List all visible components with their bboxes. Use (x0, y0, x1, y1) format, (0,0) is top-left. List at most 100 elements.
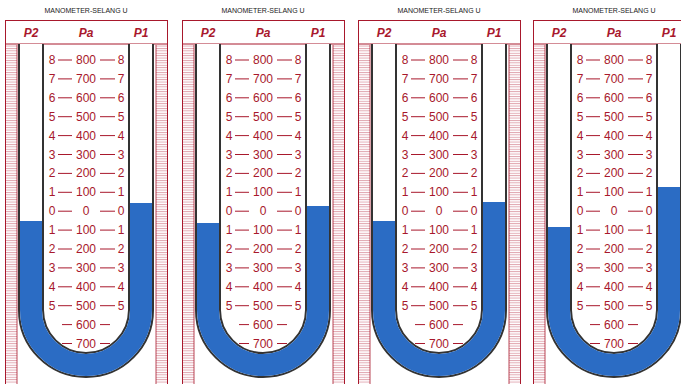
scale-number: 0 (226, 205, 233, 217)
column-header: P1 (134, 27, 149, 39)
scale-dash (453, 211, 468, 212)
scale-number: 5 (402, 111, 409, 123)
scale-number: 2 (49, 243, 56, 255)
scale-dash (586, 267, 600, 268)
scale-number: 5 (577, 300, 584, 312)
pascal-value: 200 (604, 243, 624, 255)
column-header: Pa (432, 27, 447, 39)
scale-dash (411, 267, 425, 268)
scale-dash (586, 116, 600, 117)
scale-dash (100, 192, 115, 193)
scale-number: 5 (471, 111, 478, 123)
scale-dash (277, 343, 287, 344)
pascal-value: 0 (436, 205, 443, 217)
scale-dash (235, 211, 249, 212)
scale-number: 5 (118, 300, 125, 312)
scale-dash (453, 173, 468, 174)
scale-dash (235, 286, 249, 287)
scale-number: 1 (295, 224, 302, 236)
pascal-value: 100 (429, 186, 449, 198)
scale-number: 8 (49, 54, 56, 66)
scale-number: 2 (226, 167, 233, 179)
scale-number: 5 (226, 111, 233, 123)
scale-number: 5 (646, 300, 653, 312)
scale-number: 7 (577, 73, 584, 85)
pascal-value: 100 (604, 224, 624, 236)
pascal-value: 300 (253, 262, 273, 274)
scale-number: 4 (226, 281, 233, 293)
scale-number: 4 (646, 281, 653, 293)
water-column (31, 203, 141, 365)
pascal-value: 800 (604, 54, 624, 66)
pascal-value: 700 (429, 73, 449, 85)
pascal-value: 100 (253, 224, 273, 236)
scale-number: 1 (118, 186, 125, 198)
scale-dash (235, 97, 249, 98)
scale-number: 7 (226, 73, 233, 85)
scale-dash (453, 305, 468, 306)
scale-dash (628, 230, 643, 231)
pascal-value: 300 (76, 149, 96, 161)
scale-number: 8 (226, 54, 233, 66)
scale-number: 2 (226, 243, 233, 255)
pascal-value: 400 (604, 130, 624, 142)
scale-number: 1 (471, 186, 478, 198)
scale-dash (628, 305, 643, 306)
column-header: Pa (79, 27, 94, 39)
scale-dash (415, 324, 425, 325)
scale-number: 2 (118, 243, 125, 255)
scale-number: 1 (295, 186, 302, 198)
scale-dash (277, 267, 292, 268)
scale-number: 3 (295, 262, 302, 274)
pascal-value: 600 (604, 92, 624, 104)
panel-title: MANOMETER-SELANG U (572, 7, 655, 14)
scale-number: 5 (646, 111, 653, 123)
scale-number: 2 (118, 167, 125, 179)
scale-number: 5 (402, 300, 409, 312)
pascal-value: 600 (604, 319, 624, 331)
scale-dash (453, 267, 468, 268)
scale-number: 3 (49, 149, 56, 161)
scale-dash (277, 97, 292, 98)
scale-dash (411, 192, 425, 193)
scale-dash (277, 60, 292, 61)
scale-number: 3 (49, 262, 56, 274)
pascal-value: 100 (429, 224, 449, 236)
scale-number: 5 (471, 300, 478, 312)
scale-dash (235, 192, 249, 193)
scale-dash (235, 249, 249, 250)
scale-dash (277, 249, 292, 250)
scale-dash (586, 154, 600, 155)
pascal-value: 700 (253, 73, 273, 85)
scale-number: 7 (49, 73, 56, 85)
pascal-value: 600 (429, 319, 449, 331)
scale-number: 5 (295, 111, 302, 123)
scale-number: 2 (577, 243, 584, 255)
scale-number: 6 (295, 92, 302, 104)
scale-number: 3 (471, 262, 478, 274)
scale-number: 4 (49, 130, 56, 142)
scale-number: 8 (471, 54, 478, 66)
scale-dash (628, 173, 643, 174)
scale-number: 6 (471, 92, 478, 104)
scale-number: 6 (577, 92, 584, 104)
scale-dash (277, 286, 292, 287)
scale-number: 4 (577, 281, 584, 293)
scale-number: 3 (577, 262, 584, 274)
scale-number: 0 (471, 205, 478, 217)
scale-dash (411, 154, 425, 155)
pascal-value: 700 (429, 338, 449, 350)
scale-number: 2 (295, 167, 302, 179)
scale-dash (100, 305, 115, 306)
scale-number: 6 (402, 92, 409, 104)
scale-dash (58, 286, 72, 287)
scale-number: 1 (402, 224, 409, 236)
column-header: P1 (662, 27, 677, 39)
scale-number: 2 (577, 167, 584, 179)
scale-dash (586, 230, 600, 231)
pascal-value: 400 (253, 130, 273, 142)
panel-title: MANOMETER-SELANG U (221, 7, 304, 14)
pascal-value: 0 (611, 205, 618, 217)
scale-dash (453, 97, 468, 98)
scale-number: 2 (402, 243, 409, 255)
